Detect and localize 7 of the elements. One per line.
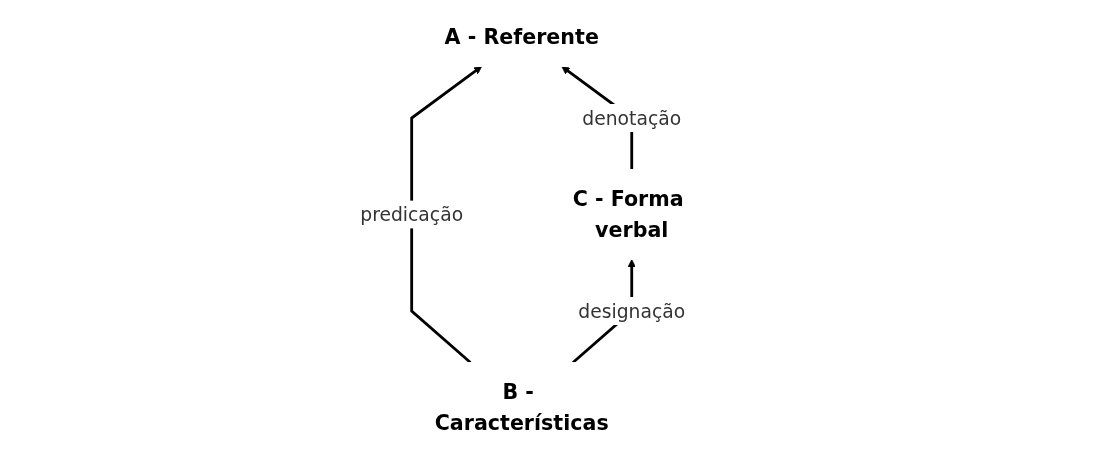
edge-label: predicação <box>360 203 464 226</box>
edge-label: designação <box>578 299 686 323</box>
arrow <box>410 66 483 364</box>
node-text: A - Referente <box>444 25 599 49</box>
edge-label: denotação <box>582 106 682 130</box>
node-text: B - Características <box>434 380 609 435</box>
node-text: C - Forma verbal <box>572 187 684 242</box>
